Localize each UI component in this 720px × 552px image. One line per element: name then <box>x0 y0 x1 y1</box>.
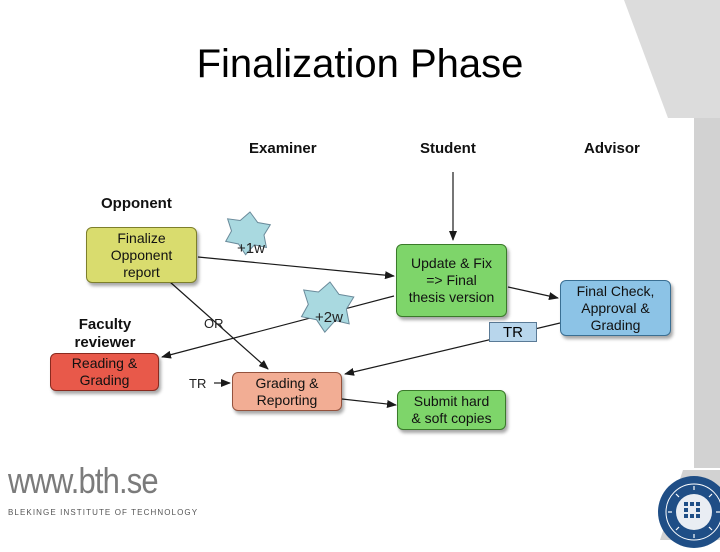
arrow-grading-to-submit <box>341 398 397 408</box>
bth-seal-icon <box>658 476 720 548</box>
bth-website-logo: www.bth.se <box>8 460 159 501</box>
student-column-header: Student <box>420 140 476 157</box>
plus-one-week-star-icon <box>224 211 272 256</box>
institute-name: BLEKINGE INSTITUTE OF TECHNOLOGY <box>8 508 199 517</box>
flow-arrows <box>161 172 561 408</box>
slide: Finalization Phase Examiner Student Advi… <box>8 0 720 548</box>
opponent-role-label: Opponent <box>101 195 172 212</box>
submit-copies-box: Submit hard & soft copies <box>397 390 506 430</box>
finalize-opponent-report-box: Finalize Opponent report <box>86 227 197 283</box>
page-title: Finalization Phase <box>196 42 524 86</box>
arrow-finalize-to-grading <box>169 281 269 370</box>
plus-two-weeks-badge: +2w <box>315 309 343 326</box>
grading-reporting-box: Grading & Reporting <box>232 372 342 411</box>
update-fix-box: Update & Fix => Final thesis version <box>396 244 507 317</box>
reading-grading-box: Reading & Grading <box>50 353 159 391</box>
arrow-update-to-reading <box>161 295 395 359</box>
plus-one-week-badge: +1w <box>237 240 265 257</box>
arrow-update-to-finalcheck <box>507 286 559 300</box>
arrow-finalize-to-update <box>197 256 395 280</box>
advisor-column-header: Advisor <box>584 140 640 157</box>
examiner-column-header: Examiner <box>249 140 317 157</box>
tr-reading-label: TR <box>189 376 207 391</box>
faculty-reviewer-role-label: Faculty reviewer <box>74 316 136 351</box>
or-label: OR <box>204 316 224 331</box>
tr-advisor-label: TR <box>489 322 537 342</box>
final-check-box: Final Check, Approval & Grading <box>560 280 671 336</box>
plus-two-weeks-star-icon <box>300 281 355 334</box>
